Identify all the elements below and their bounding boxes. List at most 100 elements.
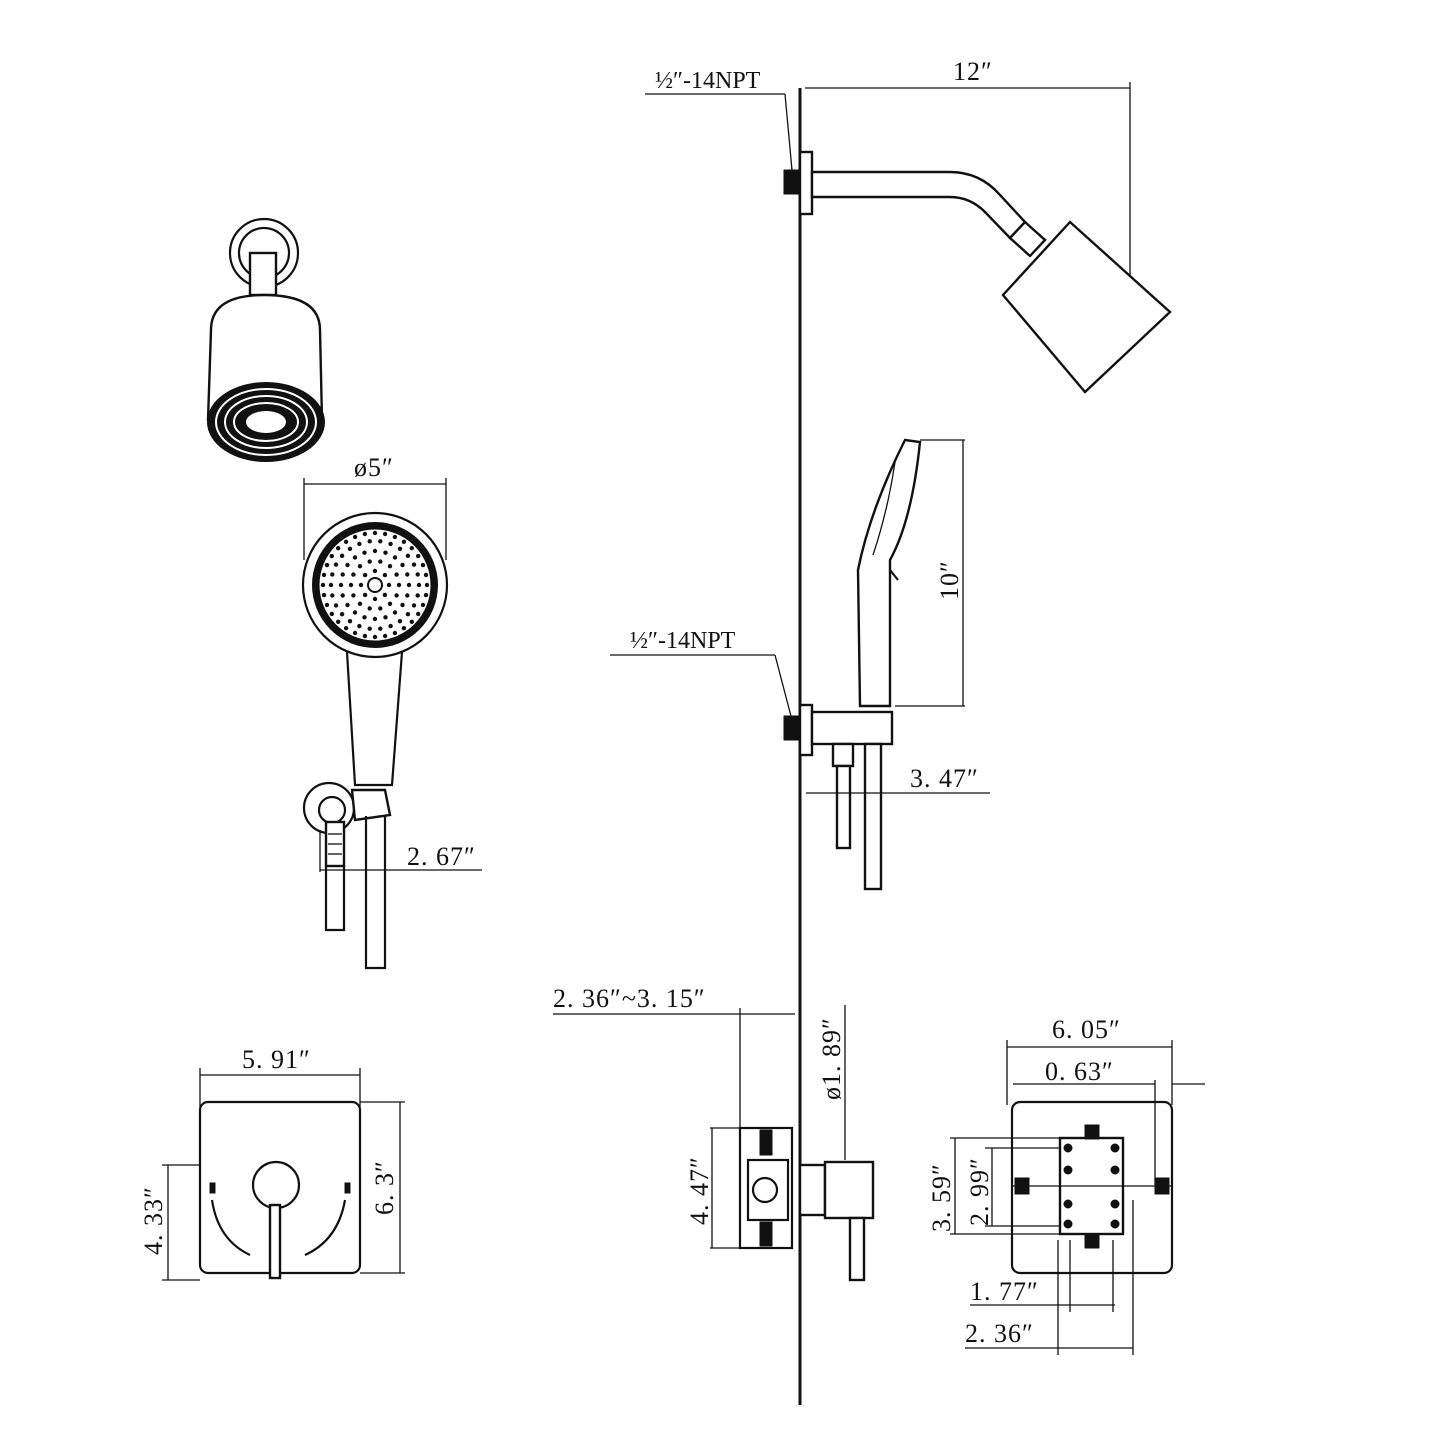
spray-nozzle <box>351 572 356 577</box>
spray-nozzle <box>397 546 403 551</box>
spray-nozzle <box>378 626 383 631</box>
spray-nozzle <box>362 550 367 555</box>
spray-nozzle <box>352 630 358 636</box>
spray-nozzle <box>339 612 345 617</box>
spray-nozzle <box>362 615 367 620</box>
spray-nozzle <box>386 582 392 588</box>
spray-nozzle <box>378 606 383 611</box>
spray-nozzle <box>351 593 356 598</box>
spray-nozzle <box>340 572 345 577</box>
spray-nozzle <box>367 626 372 631</box>
dim-handshower-diameter: ø5″ <box>354 453 394 482</box>
spray-nozzle <box>367 559 372 564</box>
spray-nozzle <box>383 550 388 555</box>
spray-nozzle <box>405 612 411 617</box>
trim-plate-front: 5. 91″ 6. 3″ 4. 33″ <box>139 1045 405 1281</box>
dim-bracket-depth: 3. 47″ <box>910 764 979 793</box>
spray-nozzle <box>372 634 378 640</box>
dim-handshower-height: 10″ <box>935 560 964 600</box>
spray-nozzle <box>409 619 414 624</box>
spray-nozzle <box>392 534 398 540</box>
dim-npt-top: ½″-14NPT <box>655 68 761 94</box>
spray-nozzle <box>415 593 420 598</box>
spray-nozzle <box>424 582 430 588</box>
spray-nozzle <box>330 572 335 577</box>
spray-nozzle <box>372 530 378 536</box>
spray-nozzle <box>382 572 388 578</box>
spray-nozzle <box>347 619 353 624</box>
spray-nozzle <box>409 546 414 551</box>
spray-nozzle <box>329 553 334 559</box>
spray-nozzle <box>358 582 364 588</box>
spray-nozzle <box>382 633 388 639</box>
spray-nozzle <box>324 562 330 568</box>
spray-nozzle <box>333 603 339 608</box>
spray-nozzle <box>357 564 363 569</box>
dim-rough-height-inner: 2. 99″ <box>965 1157 994 1226</box>
shower-arm-side: ½″-14NPT 12″ <box>645 57 1172 394</box>
spray-nozzle <box>362 572 368 578</box>
spray-nozzle <box>420 602 426 608</box>
spray-nozzle <box>357 623 362 629</box>
spray-nozzle <box>396 582 402 588</box>
spray-nozzle <box>392 610 398 615</box>
spray-nozzle <box>367 539 372 544</box>
dim-npt-mid: ½″-14NPT <box>630 628 736 654</box>
handshower-front: ø5″ 2. 67″ <box>301 453 482 970</box>
spray-nozzle <box>362 531 368 537</box>
spray-nozzle <box>348 582 354 588</box>
dim-rough-small-width: 1. 77″ <box>970 1277 1039 1306</box>
spray-nozzle <box>400 562 405 568</box>
spray-nozzle <box>383 615 388 620</box>
spray-nozzle <box>392 630 398 636</box>
spray-nozzle <box>343 626 349 631</box>
spray-nozzle <box>401 626 407 631</box>
spray-nozzle <box>357 601 363 606</box>
spray-nozzle <box>352 555 358 560</box>
spray-nozzle <box>405 593 410 598</box>
spray-nozzle <box>378 559 383 564</box>
spray-nozzle <box>362 633 368 639</box>
dim-trim-width: 5. 91″ <box>242 1045 311 1074</box>
spray-nozzle <box>416 553 421 559</box>
spray-nozzle <box>405 572 410 577</box>
spray-nozzle <box>401 539 407 544</box>
spray-nozzle <box>415 572 420 577</box>
dim-trim-inner-height: 4. 33″ <box>139 1186 168 1255</box>
spray-nozzle <box>388 541 393 547</box>
dim-valve-diameter: ø1. 89″ <box>817 1017 846 1100</box>
spray-nozzle <box>328 582 334 588</box>
spray-nozzle <box>329 611 334 617</box>
spray-nozzle <box>367 606 372 611</box>
dim-bracket-width: 2. 67″ <box>407 842 476 871</box>
spray-nozzle <box>340 593 345 598</box>
dim-rough-width: 6. 05″ <box>1052 1015 1121 1044</box>
spray-nozzle <box>345 562 350 568</box>
spray-nozzle <box>423 572 429 578</box>
dim-trim-height: 6. 3″ <box>370 1160 399 1215</box>
spray-nozzle <box>372 596 378 602</box>
spray-nozzles <box>320 530 430 640</box>
spray-nozzle <box>336 619 341 624</box>
spray-nozzle <box>397 619 403 624</box>
spray-nozzle <box>324 602 330 608</box>
spray-nozzle <box>382 531 388 537</box>
spray-nozzle <box>336 546 341 551</box>
spray-nozzle <box>352 610 358 615</box>
spray-nozzle <box>330 593 335 598</box>
spray-nozzle <box>387 564 393 569</box>
spray-nozzle <box>394 593 399 598</box>
dim-rough-large-width: 2. 36″ <box>965 1319 1034 1348</box>
dim-wall-thickness: 2. 36″~3. 15″ <box>553 984 706 1013</box>
spray-nozzle <box>411 562 417 567</box>
spray-nozzle <box>382 592 388 598</box>
spray-nozzle <box>357 541 362 547</box>
spray-nozzle <box>400 602 405 608</box>
spray-nozzle <box>320 582 326 588</box>
spray-nozzle <box>388 623 393 629</box>
spray-nozzle <box>345 602 350 608</box>
spray-nozzle <box>420 562 426 568</box>
spray-nozzle <box>372 568 378 574</box>
handshower-side: 10″ ½″-14NPT 3. 47″ <box>610 438 990 891</box>
